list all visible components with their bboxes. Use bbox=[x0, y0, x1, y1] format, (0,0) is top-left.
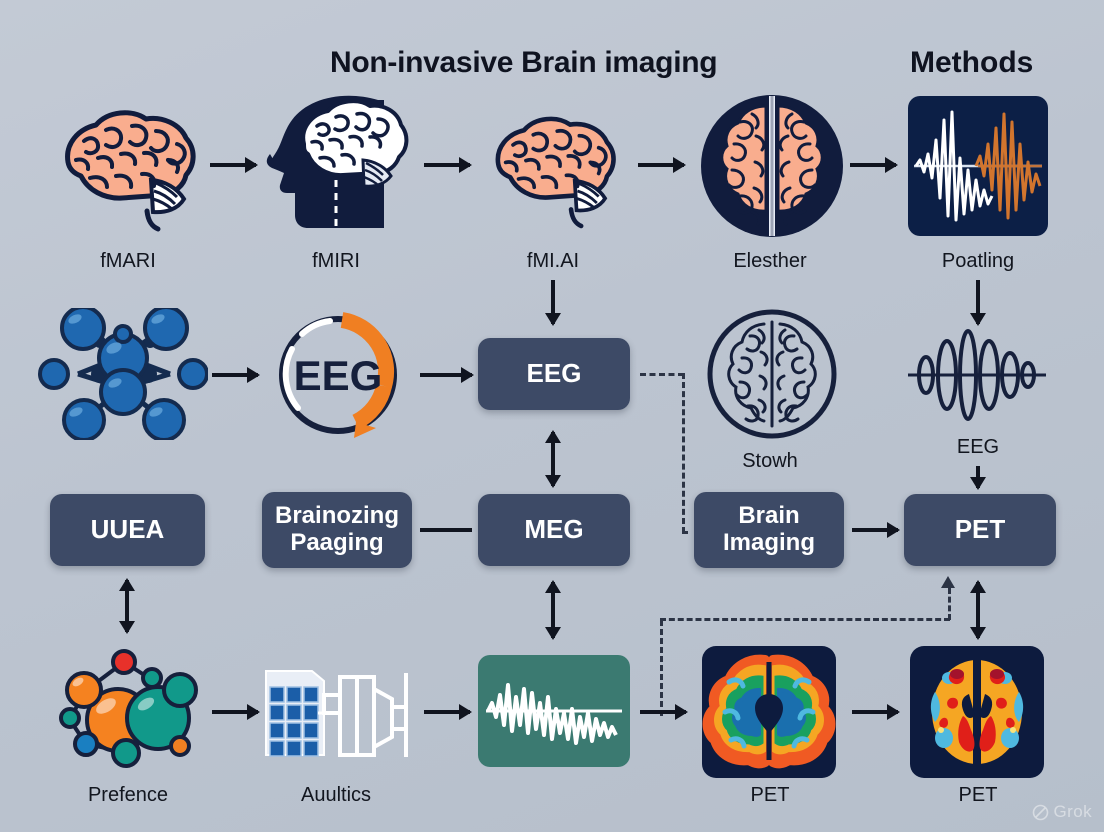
node-head-brain-fmiri[interactable] bbox=[262, 92, 412, 237]
arrow-v-uuea-prefence bbox=[125, 580, 129, 632]
box-brain-imaging-line2: Imaging bbox=[722, 529, 815, 556]
node-eeg-spindle-wave[interactable] bbox=[906, 325, 1048, 425]
dashed-down-to-brain-imaging bbox=[682, 373, 685, 533]
box-eeg-label: EEG bbox=[526, 358, 582, 389]
caption-r1c3: fMI.AI bbox=[526, 250, 580, 272]
watermark: Grok bbox=[1032, 802, 1092, 822]
box-brainozing-line1: Brainozing bbox=[275, 502, 399, 530]
brain-side-icon bbox=[495, 116, 616, 229]
caption-r4c5: PET bbox=[958, 784, 998, 806]
node-waveform-teal[interactable] bbox=[478, 655, 630, 767]
box-pet[interactable]: PET bbox=[904, 494, 1056, 566]
arrow-r1-4-5 bbox=[850, 163, 896, 167]
pet-brain-rainbow-icon bbox=[702, 646, 836, 778]
page-title-secondary: Methods bbox=[910, 46, 1034, 79]
pet-brain-axial-icon bbox=[910, 646, 1044, 778]
box-meg-label: MEG bbox=[524, 514, 584, 545]
dashed-r2c3-right bbox=[640, 373, 684, 376]
caption-r1c2: fMIRI bbox=[312, 250, 360, 272]
box-eeg[interactable]: EEG bbox=[478, 338, 630, 410]
brain-circle-icon bbox=[701, 95, 843, 237]
arrow-v-r1c5-r2c5 bbox=[976, 280, 980, 324]
waveform-teal-tile-icon bbox=[478, 655, 630, 767]
arrow-v-eeg-meg bbox=[551, 432, 555, 486]
dashed-v-into-pet bbox=[948, 588, 951, 620]
eeg-waveform-tile-icon bbox=[908, 96, 1048, 236]
dashed-up-from-row4 bbox=[660, 620, 663, 716]
grok-logo-icon bbox=[1032, 804, 1048, 820]
brain-outline-circle-icon bbox=[707, 309, 837, 439]
node-molecule-blue[interactable] bbox=[38, 308, 208, 440]
caption-r4c4: PET bbox=[750, 784, 790, 806]
node-eeg-tile-poatling[interactable] bbox=[908, 96, 1048, 236]
eeg-spindle-wave-icon bbox=[908, 329, 1046, 421]
arrow-r1-2-3 bbox=[424, 163, 470, 167]
arrow-r2-1-2 bbox=[212, 373, 258, 377]
node-building-grid-auultics[interactable] bbox=[260, 655, 420, 767]
node-eeg-circular-logo[interactable]: EEG bbox=[264, 312, 412, 438]
dashed-h-to-pet bbox=[660, 618, 950, 621]
eeg-circular-logo-icon: EEG bbox=[279, 312, 397, 438]
arrow-r4-2-3 bbox=[424, 710, 470, 714]
box-brainozing-paaging[interactable]: Brainozing Paaging bbox=[262, 492, 412, 568]
node-pet-brain-rainbow[interactable] bbox=[702, 646, 836, 778]
molecule-color-icon bbox=[59, 649, 198, 768]
dashed-into-brain-imaging bbox=[682, 531, 700, 534]
arrow-r2-2-3 bbox=[420, 373, 472, 377]
box-uuea[interactable]: UUEA bbox=[50, 494, 205, 566]
molecule-blue-icon bbox=[38, 308, 208, 440]
brain-side-icon bbox=[65, 110, 196, 232]
arrow-v-pet-pet bbox=[976, 582, 980, 638]
caption-r1c1: fMARI bbox=[100, 250, 156, 272]
box-meg[interactable]: MEG bbox=[478, 494, 630, 566]
node-pet-brain-axial[interactable] bbox=[910, 646, 1044, 778]
box-uuea-label: UUEA bbox=[90, 514, 165, 545]
caption-r2c4: Stowh bbox=[742, 450, 798, 472]
caption-r4c2: Auultics bbox=[300, 784, 372, 806]
arrow-r4-4-5 bbox=[852, 710, 898, 714]
box-brain-imaging[interactable]: Brain Imaging bbox=[694, 492, 844, 568]
arrow-r1-1-2 bbox=[210, 163, 256, 167]
caption-r2c5: EEG bbox=[956, 436, 1000, 458]
caption-r1c5: Poatling bbox=[941, 250, 1015, 272]
page-title: Non-invasive Brain imaging bbox=[330, 46, 718, 79]
arrow-r4-1-2 bbox=[212, 710, 258, 714]
node-brain-circle-elesther[interactable] bbox=[700, 92, 845, 240]
building-grid-icon bbox=[265, 670, 408, 757]
arrow-brain-imaging-pet bbox=[852, 528, 898, 532]
box-pet-label: PET bbox=[954, 514, 1006, 545]
arrow-r4-3-4 bbox=[640, 710, 686, 714]
watermark-label: Grok bbox=[1053, 802, 1092, 821]
node-molecule-color-prefence[interactable] bbox=[40, 648, 210, 776]
caption-r4c1: Prefence bbox=[87, 784, 169, 806]
arrow-v-r1c3-r2c3 bbox=[551, 280, 555, 324]
box-brainozing-line2: Paaging bbox=[290, 529, 384, 556]
arrow-v-meg-waveform bbox=[551, 582, 555, 638]
node-brain-outline-stowh[interactable] bbox=[702, 308, 842, 440]
dashed-arrowhead-pet bbox=[941, 576, 955, 588]
box-brain-imaging-line1: Brain bbox=[738, 502, 800, 530]
arrow-r1-3-4 bbox=[638, 163, 684, 167]
connector-brainozing-meg bbox=[420, 528, 472, 532]
head-brain-silhouette-icon bbox=[266, 95, 409, 232]
node-brain-side-fmari[interactable] bbox=[46, 98, 211, 233]
node-brain-side-fmiai[interactable] bbox=[478, 105, 630, 230]
arrow-v-r2c5-pet bbox=[976, 466, 980, 488]
caption-r1c4: Elesther bbox=[733, 250, 807, 272]
svg-text:EEG: EEG bbox=[294, 352, 383, 399]
